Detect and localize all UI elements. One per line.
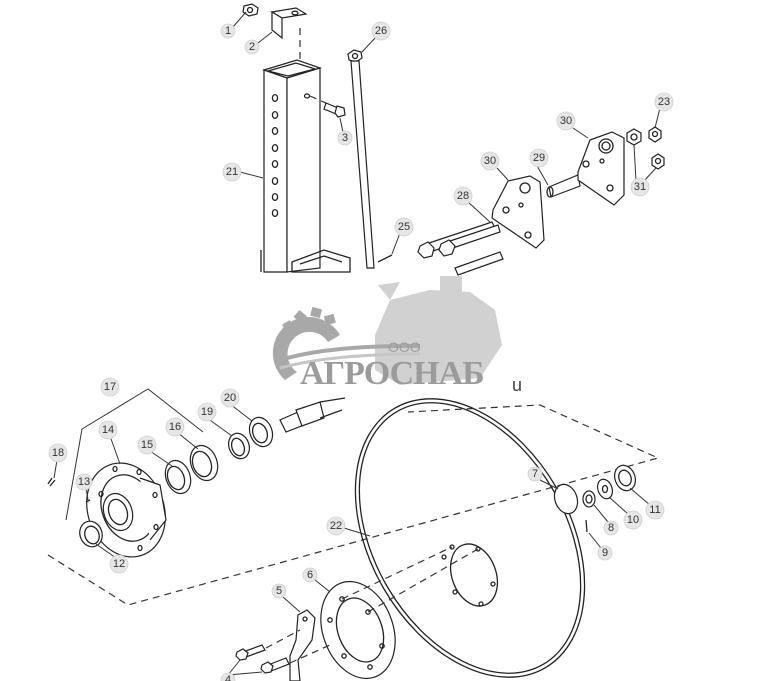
svg-text:31: 31 bbox=[634, 181, 646, 193]
svg-text:4: 4 bbox=[225, 674, 231, 681]
callout-6: 6 bbox=[302, 567, 318, 583]
callout-4: 4 bbox=[220, 672, 236, 681]
svg-text:5: 5 bbox=[276, 585, 282, 597]
callout-18: 18 bbox=[48, 443, 68, 463]
svg-text:13: 13 bbox=[78, 476, 90, 488]
callout-28: 28 bbox=[453, 186, 473, 206]
svg-text:30: 30 bbox=[484, 155, 496, 167]
callout-11: 11 bbox=[645, 500, 665, 520]
svg-text:15: 15 bbox=[141, 439, 153, 451]
callouts: 1 2 3 26 21 25 23 30 30 29 31 28 17 20 1… bbox=[48, 21, 674, 681]
callout-17: 17 bbox=[100, 377, 120, 397]
combine-harvester-icon bbox=[375, 276, 502, 385]
callout-14: 14 bbox=[98, 420, 118, 440]
callout-9: 9 bbox=[597, 545, 613, 561]
callout-15: 15 bbox=[137, 435, 157, 455]
callout-23: 23 bbox=[654, 92, 674, 112]
svg-text:29: 29 bbox=[533, 152, 545, 164]
watermark-name: АГРОСНАБ bbox=[300, 355, 484, 392]
svg-text:9: 9 bbox=[602, 547, 608, 559]
bracket-2 bbox=[270, 7, 308, 60]
plate-30-left bbox=[491, 175, 545, 249]
pin-25 bbox=[377, 254, 393, 263]
svg-text:28: 28 bbox=[457, 190, 469, 202]
leader-lines bbox=[53, 11, 661, 676]
svg-text:21: 21 bbox=[226, 166, 238, 178]
bearing-15 bbox=[164, 459, 192, 495]
castle-nut-8 bbox=[582, 490, 596, 508]
watermark-prefix: ООО bbox=[388, 339, 421, 355]
callout-5: 5 bbox=[271, 583, 287, 599]
callout-3: 3 bbox=[337, 130, 353, 146]
callout-22: 22 bbox=[326, 516, 346, 536]
pin-13 bbox=[85, 499, 91, 503]
flange-6 bbox=[320, 580, 396, 680]
alignment-dashes bbox=[341, 546, 479, 613]
callout-16: 16 bbox=[165, 417, 185, 437]
svg-text:14: 14 bbox=[102, 424, 114, 436]
svg-text:18: 18 bbox=[52, 447, 64, 459]
callout-20: 20 bbox=[220, 388, 240, 408]
assembly-outline bbox=[47, 404, 660, 606]
svg-text:17: 17 bbox=[104, 381, 116, 393]
rod-26 bbox=[347, 49, 375, 269]
nut-1 bbox=[242, 3, 259, 17]
callout-30a: 30 bbox=[556, 111, 576, 131]
plate-30-right bbox=[577, 131, 625, 206]
bearing-16 bbox=[189, 444, 219, 482]
callout-25: 25 bbox=[394, 217, 414, 237]
svg-text:23: 23 bbox=[658, 96, 670, 108]
svg-text:10: 10 bbox=[627, 514, 639, 526]
watermark-logo: ООО АГРОСНАБ u bbox=[247, 276, 532, 398]
svg-text:1: 1 bbox=[225, 25, 231, 37]
callout-12: 12 bbox=[109, 554, 129, 574]
svg-text:22: 22 bbox=[330, 520, 342, 532]
callout-21: 21 bbox=[222, 162, 242, 182]
svg-text:25: 25 bbox=[398, 221, 410, 233]
callout-31: 31 bbox=[630, 177, 650, 197]
group-bracket-17 bbox=[65, 388, 204, 521]
svg-text:30: 30 bbox=[560, 115, 572, 127]
svg-text:2: 2 bbox=[249, 41, 255, 53]
svg-text:8: 8 bbox=[608, 522, 614, 534]
spindle bbox=[279, 397, 346, 433]
post-21 bbox=[260, 59, 351, 273]
bolt-3 bbox=[309, 95, 346, 118]
svg-text:6: 6 bbox=[307, 569, 313, 581]
watermark-suffix: u bbox=[512, 375, 522, 395]
bolts-28 bbox=[417, 221, 504, 276]
pin-29 bbox=[546, 174, 581, 198]
bearing-11 bbox=[614, 464, 636, 492]
svg-text:11: 11 bbox=[649, 504, 660, 516]
seal-19 bbox=[228, 432, 250, 460]
svg-text:3: 3 bbox=[342, 132, 348, 144]
bracket-5 bbox=[289, 609, 316, 681]
callout-8: 8 bbox=[603, 520, 619, 536]
callout-7: 7 bbox=[527, 466, 543, 482]
washer-10 bbox=[596, 478, 614, 500]
svg-text:20: 20 bbox=[224, 392, 236, 404]
grease-fitting-18 bbox=[47, 477, 56, 487]
bolts-4 bbox=[235, 629, 331, 674]
svg-text:12: 12 bbox=[113, 558, 125, 570]
cap-7 bbox=[553, 483, 579, 515]
callout-29: 29 bbox=[529, 148, 549, 168]
seal-20 bbox=[248, 416, 274, 448]
cotter-pin-9 bbox=[585, 519, 588, 533]
callout-10: 10 bbox=[623, 510, 643, 530]
svg-text:7: 7 bbox=[532, 468, 538, 480]
callout-19: 19 bbox=[197, 402, 217, 422]
svg-text:19: 19 bbox=[201, 406, 213, 418]
callout-13: 13 bbox=[75, 473, 93, 491]
seal-12 bbox=[79, 520, 103, 548]
callout-30b: 30 bbox=[480, 151, 500, 171]
nuts-31-23 bbox=[626, 126, 665, 170]
callout-26: 26 bbox=[371, 21, 391, 41]
callout-1: 1 bbox=[220, 23, 236, 39]
hub-14 bbox=[86, 462, 167, 558]
svg-text:26: 26 bbox=[375, 25, 387, 37]
callout-2: 2 bbox=[244, 39, 260, 55]
svg-text:16: 16 bbox=[169, 421, 181, 433]
